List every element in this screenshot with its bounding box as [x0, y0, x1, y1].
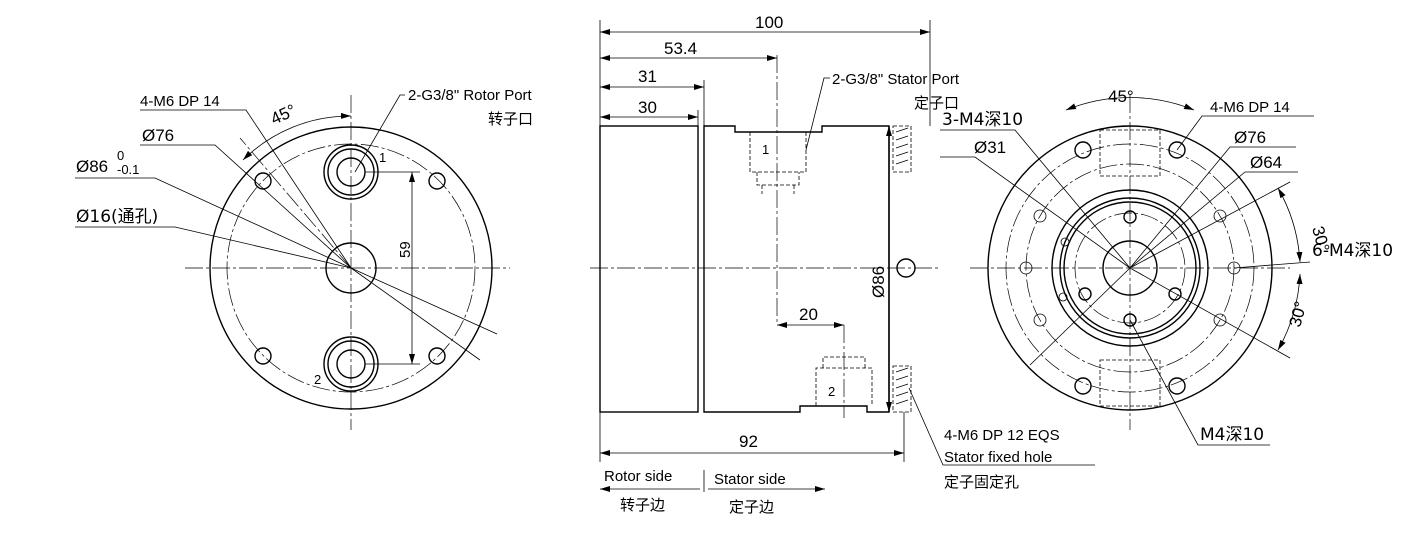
- m6-hole: [428, 347, 446, 365]
- body-dia-label: Ø86: [869, 266, 888, 298]
- fixed-holes-en-label: Stator fixed hole: [944, 449, 1052, 466]
- gap-20-label: 20: [799, 305, 818, 324]
- dia76-label: Ø76: [142, 126, 174, 145]
- stator-outline: [987, 125, 1273, 411]
- mount-holes-right-label: 4-M6 DP 14: [1210, 99, 1290, 116]
- center-bore: [325, 242, 377, 294]
- spacing-59-label: 59: [397, 241, 414, 258]
- rotor-port-cn-label: 转子口: [488, 110, 533, 128]
- length-30-label: 30: [638, 98, 657, 117]
- m6-hole: [428, 172, 446, 190]
- port-1-mark: 1: [379, 150, 386, 165]
- stator-side-hole: [896, 258, 916, 278]
- length-92-label: 92: [739, 432, 758, 451]
- length-31-label: 31: [638, 67, 657, 86]
- side-view: 100 53.4 31 30 2-G3/8" Stator Port 定子口 2…: [590, 13, 1095, 516]
- length-53-4-label: 53.4: [664, 39, 697, 58]
- rotor-body: [599, 125, 699, 413]
- rotor-side-label: Rotor side: [604, 468, 672, 485]
- stator-port-1: [749, 55, 807, 325]
- rotor-port-label: 2-G3/8" Rotor Port: [408, 87, 533, 104]
- holes-6-label: 6-M4深10: [1312, 241, 1393, 261]
- fixed-holes-cn-label: 定子固定孔: [944, 473, 1019, 491]
- m6-hole: [1168, 141, 1186, 159]
- stator-port-cn-label: 定子口: [914, 94, 959, 112]
- rotor-side-cn-label: 转子边: [620, 496, 665, 514]
- m6-hole: [254, 347, 272, 365]
- rotor-end-view: 2-G3/8" Rotor Port 转子口 4-M6 DP 14 45° Ø7…: [75, 87, 533, 430]
- m6-hole: [1074, 377, 1092, 395]
- stator-side-cn-label: 定子边: [729, 498, 774, 516]
- fixed-holes-label: 4-M6 DP 12 EQS: [944, 427, 1060, 444]
- dia64-label: Ø64: [1250, 153, 1282, 172]
- holes-3-label: 3-M4深10: [942, 110, 1023, 130]
- flange-outline: [209, 126, 493, 410]
- stator-end-view: 45° 4-M6 DP 14 3-M4深10 Ø76 Ø31 Ø64 30° 6…: [940, 87, 1393, 446]
- angle-45-right-label: 45°: [1108, 87, 1134, 106]
- stator-fixed-hole-bottom: [892, 365, 912, 413]
- port-2-mark: 2: [314, 372, 321, 387]
- dia86-tol-upper: 0: [117, 148, 124, 163]
- stator-body: [703, 125, 890, 413]
- m6-hole: [1168, 377, 1186, 395]
- pitch-circle-76: [226, 143, 476, 393]
- stator-port-2: [815, 325, 873, 418]
- stator-port-label: 2-G3/8" Stator Port: [832, 71, 960, 88]
- angle-30b-label: 30°: [1286, 299, 1311, 329]
- side-port-1-mark: 1: [762, 142, 769, 157]
- dia31-label: Ø31: [974, 138, 1006, 157]
- dia86-tol-lower: -0.1: [117, 162, 139, 177]
- angle-45-label: 45°: [268, 101, 299, 129]
- m6-hole: [1074, 141, 1092, 159]
- mount-holes-label: 4-M6 DP 14: [140, 93, 220, 110]
- m4-label: M4深10: [1200, 425, 1264, 445]
- side-port-2-mark: 2: [828, 384, 835, 399]
- dia76-right-label: Ø76: [1234, 128, 1266, 147]
- length-100-label: 100: [755, 13, 783, 32]
- stator-fixed-hole-top: [892, 125, 912, 173]
- stator-side-label: Stator side: [714, 471, 786, 488]
- dia86-label: Ø86: [76, 157, 108, 176]
- dia16-label: Ø16(通孔): [76, 207, 158, 227]
